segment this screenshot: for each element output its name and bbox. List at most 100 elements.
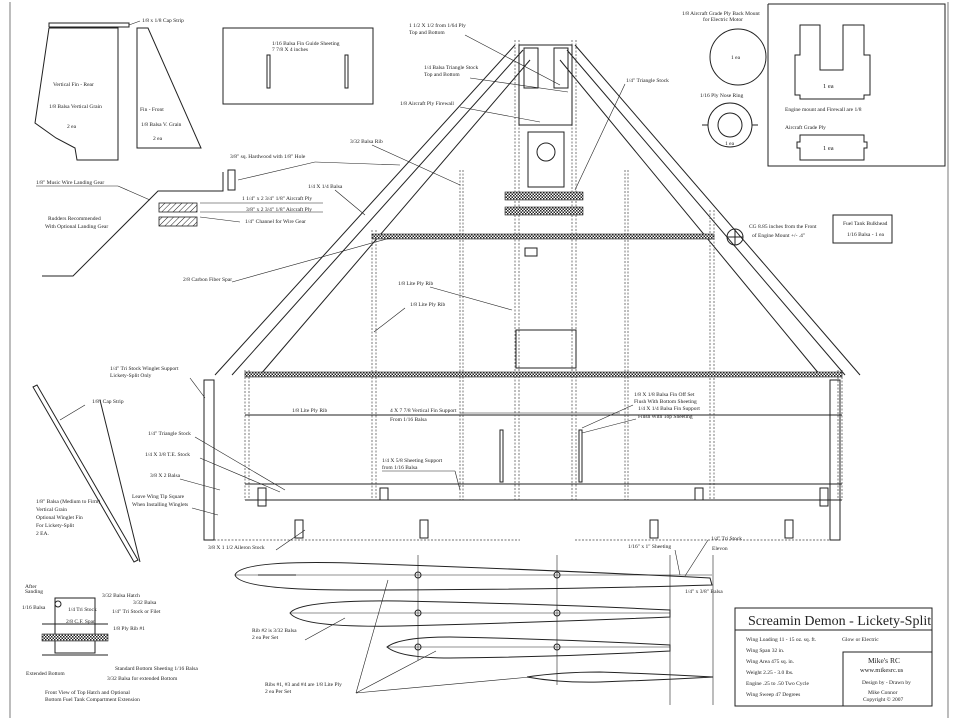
vertical-fin-front: Fin - Front 1/8 Balsa V. Grain 2 ea [136,27,202,149]
vertical-fin-rear: Vertical Fin - Rear 1/8 Balsa Vertical G… [34,22,130,161]
callout: 1/4 Balsa Triangle Stock [424,65,478,71]
ply-label-2: 3/8" x 2 3/4" 1/8" Aircraft Ply [246,206,312,213]
xs-label: 1/4" Tri Stock or Filet [112,609,161,615]
spec-wing-span: Wing Span 32 in. [746,648,785,654]
callout: 3/32 Balsa Rib [350,139,383,145]
channel-label: 1/4" Channel for Wire Gear [245,218,306,225]
fin-rear-qty: 2 ea [67,124,77,130]
callout: 1/4 X 3/8 T.E. Stock [145,452,190,458]
engine-mount-box: 1 ea Engine mount and Firewall are 1/8 A… [767,3,946,167]
back-mount-sublabel: for Electric Motor [703,16,743,23]
back-mount-label: 1/8 Aircraft Grade Ply Back Mount [682,10,760,17]
cg-marker: CG 8.85 inches from the Front of Engine … [726,223,817,246]
fin-rear-material: 1/8 Balsa Vertical Grain [49,104,102,110]
rudders-note-2: With Optional Landing Gear [45,224,108,230]
callout: Top and Bottom [424,72,460,78]
designer-name: Mike Connor [868,690,898,696]
xs-label: 3/32 Balsa [133,600,157,606]
xs-label: 1/8 Ply Rib #1 [113,626,145,632]
wing-callouts: 1 1/2 X 1/2 from 1/64 Ply Top and Bottom… [110,22,700,551]
xs-caption: Bottom Fuel Tank Compartment Extension [45,697,140,703]
fin-front-qty: 2 ea [153,136,163,142]
cg-note: CG 8.85 inches from the Front [749,223,817,230]
balsa-label: 1/4" x 3/8" Balsa [685,589,723,595]
xs-label: 3/32 Balsa for extended Bottom [107,675,178,682]
spec-wing-area: Wing Area 475 sq. in. [746,659,795,665]
callout: Lickety-Split Only [110,373,152,379]
fin-front-material: 1/8 Balsa V. Grain [141,122,182,128]
xs-label: Sanding [25,589,43,595]
fin-guide-sheeting: 1/16 Balsa Fin Guide Sheeting 7 7/8 X 4 … [222,27,374,105]
xs-label: Extended Bottom [26,671,65,677]
callout: 1/4" Triangle Stock [626,78,669,84]
rib134-label: Ribs #1, #3 and #4 are 1/8 Lite Ply [265,682,342,688]
cap-strip-label: 1/8 x 1/8 Cap Strip [142,18,184,24]
hardwood-label: 3/8" sq. Hardwood with 1/8" Hole [230,154,306,160]
callout: 1/4" Triangle Stock [148,431,191,437]
callout: 1/8 X 1/8 Balsa Fin Off Set [634,391,695,398]
callout: 1/4 X 1/4 Balsa [308,184,343,190]
copyright: Copyright © 2007 [863,696,903,703]
engine-mount-qty: 1 ea [823,83,834,90]
design-credit: Design by - Drawn by [862,680,911,686]
title-block: Screamin Demon - Lickety-Split Wing Load… [734,607,933,707]
xs-label: 1/16 Balsa [22,605,46,611]
fin-guide-size: 7 7/8 X 4 inches [272,47,308,53]
winglet-desc: Vertical Grain [36,507,67,513]
winglet-fin: 1/8" Cap Strip 1/8" Balsa (Medium to Fir… [32,384,141,563]
fuel-tank-bulkhead: Fuel Tank Bulkhead 1/16 Balsa - 1 ea [832,214,893,244]
rib2-qty: 2 ea Per Set [252,635,279,641]
callout: 1/8 Lite Ply Rib [398,281,434,287]
sheeting-label: 1/16" x 1" Sheeting [628,544,671,550]
callout: 3/8 X 1 1/2 Aileron Stock [208,545,265,551]
callout: 1/4 X 5/8 Sheeting Support [382,458,443,464]
callout: 1/8 Lite Ply Rib [292,408,328,414]
spec-wing-sweep: Wing Sweep 47 Degrees [746,692,800,698]
rib2-label: Rib #2 is 3/32 Balsa [252,628,297,634]
rib134-qty: 2 ea Per Set [265,689,292,695]
landing-gear: 1/8" Music Wire Landing Gear 3/8" sq. Ha… [36,154,401,277]
xs-label: 1/4 Tri Stock [68,607,97,613]
elevon-label: Elevon [712,546,728,552]
nose-ring-part: 1 ea [702,102,758,148]
rudders-note: Rudders Recommended [48,216,101,222]
winglet-desc: 1/8" Balsa (Medium to Firm) [36,498,100,505]
company-name: Mike's RC [868,656,900,665]
back-mount-qty: 1 ea [731,55,741,61]
xs-caption: Front View of Top Hatch and Optional [45,689,130,696]
callout: 2/8 Carbon Fiber Spar [183,277,232,283]
ply-label-1: 1 1/4" x 2 3/4" 1/8" Aircraft Ply [242,195,312,202]
spec-engine: Engine .25 to .50 Two Cycle [746,681,809,687]
fuel-tank-qty: 1/16 Balsa - 1 ea [847,232,885,238]
spec-wing-loading: Wing Loading 11 - 15 oz. sq. ft. [746,636,817,643]
callout: 4 X 7 7/8 Vertical Fin Support [390,408,457,414]
nose-ring-qty: 1 ea [725,141,735,147]
spec-weight: Weight 2.25 - 3.0 lbs. [746,670,794,676]
callout: 1/8 Lite Ply Rib [410,302,446,308]
back-mount-part: 1 ea [709,28,767,86]
xs-label: 2/8 C.F. Spar [66,619,95,625]
winglet-desc: 2 EA. [36,531,49,537]
fin-rear-label: Vertical Fin - Rear [53,82,94,88]
xs-label: After [25,583,37,590]
fin-guide-label: 1/16 Balsa Fin Guide Sheeting [272,41,340,47]
callout: When Installing Winglets [132,502,188,508]
company-website: www.mikesrc.us [860,667,904,674]
cg-note-2: of Engine Mount +/- .4" [752,232,805,239]
fuel-tank-label: Fuel Tank Bulkhead [843,221,888,227]
engine-note-2: Aircraft Grade Ply [785,124,826,131]
fin-front-label: Fin - Front [140,107,164,113]
callout: Top and Bottom [409,30,445,36]
xs-label: 3/32 Balsa Hatch [102,593,140,599]
callout: 1 1/2 X 1/2 from 1/64 Ply [409,22,466,29]
callout: 1/8 Aircraft Ply Firewall [400,100,454,107]
drawing-title: Screamin Demon - Lickety-Split [748,614,931,629]
callout: Flush With Bottom Sheeting [634,399,697,405]
callout: 1/4" Tri Stock Winglet Support [110,366,179,372]
engine-note: Engine mount and Firewall are 1/8 [785,107,862,113]
power-type: Glow or Electric [842,637,879,643]
fuselage-cross-section: After Sanding 1/16 Balsa 3/32 Balsa Hatc… [22,583,198,703]
callout: 3/8 X 2 Balsa [150,473,181,479]
winglet-cap-label: 1/8" Cap Strip [92,399,124,405]
